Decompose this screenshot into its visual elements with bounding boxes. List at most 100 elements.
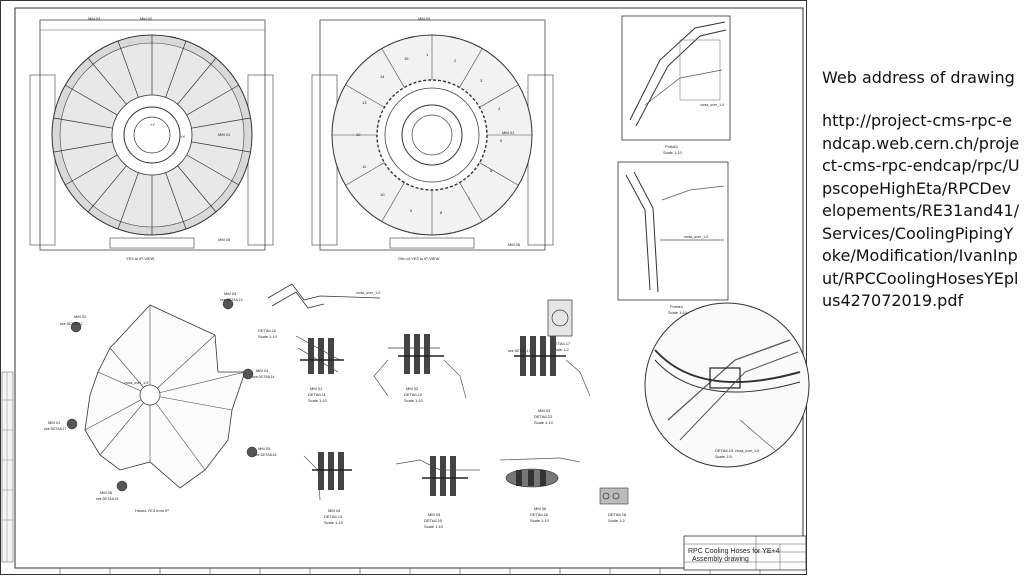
svg-text:14: 14 (380, 74, 385, 79)
mm03-label-view1: MM 03 (88, 16, 101, 21)
detail18-drawing (599, 487, 629, 505)
svg-text:10: 10 (380, 192, 385, 197)
detail19-magnified: cross_over_1-9 (644, 302, 810, 468)
detail17-scale: Scale 1:2 (552, 347, 569, 352)
hoses-see-detail15: see DETAIL15 (254, 453, 277, 457)
detail16-mm: MM 06 (534, 506, 547, 511)
mm02-label-view1: MM 02 (140, 16, 153, 21)
title-block (683, 535, 807, 571)
revision-strip-lines (2, 372, 13, 562)
revision-strip (1, 371, 14, 563)
portal3-scale: Scale 1:10 (663, 150, 683, 155)
detail10-drawing: cross_over_1-9 (267, 283, 380, 309)
hoses-see-detail12: see DETAIL12 (60, 322, 83, 326)
hoses-mm04-label: MM 04 (256, 368, 269, 373)
detail19-scale: Scale 1:5 (715, 454, 732, 459)
svg-text:11: 11 (362, 164, 367, 169)
detail15-drawing (395, 456, 480, 496)
portal3-name: Portal3 (665, 144, 678, 149)
hoses-mm05-label: MM 05 (258, 446, 271, 451)
view-ye3-front: +Y +X (29, 19, 274, 251)
side-panel: Web address of drawing http://project-cm… (818, 0, 1024, 576)
portal3-crossover-label: cross_over_1-9 (700, 103, 724, 107)
detail13-name: DETAIL13 (534, 414, 553, 419)
title-line2: Assembly drawing (692, 556, 749, 563)
svg-text:8: 8 (440, 210, 443, 215)
detail18-scale: Scale 1:2 (608, 518, 625, 523)
mm03-label-view2: MM 03 (418, 16, 431, 21)
svg-text:+Y: +Y (150, 122, 155, 127)
detail13-see-detail17: see DETAIL17 (508, 349, 531, 353)
detail13-scale: Scale 1:10 (534, 420, 554, 425)
svg-text:9: 9 (410, 208, 413, 213)
hoses-see-detail16: see DETAIL16 (96, 497, 119, 501)
detail12-mm: MM 02 (406, 386, 419, 391)
engineering-drawing-sheet: +Y +X MM 02 MM 03 MM 01 MM 06 YE3 to IP-… (0, 0, 810, 575)
detail16-scale: Scale 1:10 (530, 518, 550, 523)
detail10-crossover-label: cross_over_1-9 (356, 291, 380, 295)
svg-text:2: 2 (454, 58, 457, 63)
svg-text:6: 6 (490, 168, 493, 173)
zone-ticks-bottom (59, 568, 761, 575)
detail12-name: DETAIL12 (404, 392, 423, 397)
detail11-mm: MM 01 (310, 386, 323, 391)
detail11-scale: Scale 1:10 (308, 398, 328, 403)
svg-text:5: 5 (500, 138, 503, 143)
svg-text:3: 3 (480, 78, 483, 83)
detail15-mm: MM 05 (428, 512, 441, 517)
detail16-drawing (499, 457, 581, 488)
portal4-detail: cross_over_1-9 (617, 161, 729, 301)
svg-text:7: 7 (468, 196, 471, 201)
detail12-scale: Scale 1:10 (404, 398, 424, 403)
drawing-canvas: +Y +X MM 02 MM 03 MM 01 MM 06 YE3 to IP-… (0, 0, 810, 575)
drawing-url-link[interactable]: http://project-cms-rpc-endcap.web.cern.c… (822, 111, 1020, 310)
detail13-drawing: see DETAIL17 (508, 336, 591, 397)
view2-caption: Gen of YE3 to IP-VIEW (398, 256, 440, 261)
detail10-name: DETAIL10 (258, 328, 277, 333)
portal4-crossover-label: cross_over_1-9 (684, 235, 708, 239)
hoses-routing-view (66, 298, 258, 492)
detail14-mm: MM 04 (328, 508, 341, 513)
svg-text:12: 12 (356, 132, 361, 137)
view1-caption: YE3 to IP-VIEW (126, 256, 155, 261)
title-line1: RPC Cooling Hoses for YE+4 (688, 548, 780, 555)
mm06-label-view1: MM 06 (218, 237, 231, 242)
detail12-drawing (373, 334, 467, 399)
web-address-heading: Web address of drawing (822, 68, 1015, 87)
hoses-caption: Hoses YE3 from IP (135, 508, 169, 513)
hoses-mm06-label: MM 06 (100, 490, 113, 495)
portal4-name: Portal4 (670, 304, 683, 309)
mm01-label-view2: MM 01 (502, 130, 515, 135)
svg-text:+X: +X (180, 134, 185, 139)
svg-text:4: 4 (498, 106, 501, 111)
hoses-crossover-label: cross_over_1-9 (124, 381, 148, 385)
hoses-see-detail13: see DETAIL13 (220, 298, 243, 302)
portal3-detail: cross_over_1-9 (621, 15, 731, 141)
detail19-crossover-label: cross_over_1-9 (735, 449, 759, 453)
hoses-mm02-label: MM 02 (74, 314, 87, 319)
mm06-label-view2: MM 06 (508, 242, 521, 247)
hoses-mm01-label: MM 01 (48, 420, 61, 425)
sheet-inner-border (14, 7, 804, 569)
detail18-name: DETAIL18 (608, 512, 627, 517)
detail17-drawing (547, 299, 573, 337)
hoses-mm03-label: MM 03 (224, 291, 237, 296)
svg-text:1: 1 (426, 52, 429, 57)
detail15-name: DETAIL15 (424, 518, 443, 523)
detail16-name: DETAIL16 (530, 512, 549, 517)
detail14-name: DETAIL14 (324, 514, 343, 519)
svg-text:15: 15 (404, 56, 409, 61)
hoses-see-detail14: see DETAIL14 (252, 375, 275, 379)
detail14-scale: Scale 1:10 (324, 520, 344, 525)
portal4-scale: Scale 1:10 (668, 310, 688, 315)
detail15-scale: Scale 1:10 (424, 524, 444, 529)
detail13-mm: MM 03 (538, 408, 551, 413)
detail10-scale: Scale 1:10 (258, 334, 278, 339)
detail14-drawing (303, 452, 352, 501)
hoses-see-detail17: see DETAIL17 (44, 427, 67, 431)
detail11-drawing (295, 335, 344, 374)
detail17-name: DETAIL17 (552, 341, 571, 346)
svg-text:13: 13 (362, 100, 367, 105)
